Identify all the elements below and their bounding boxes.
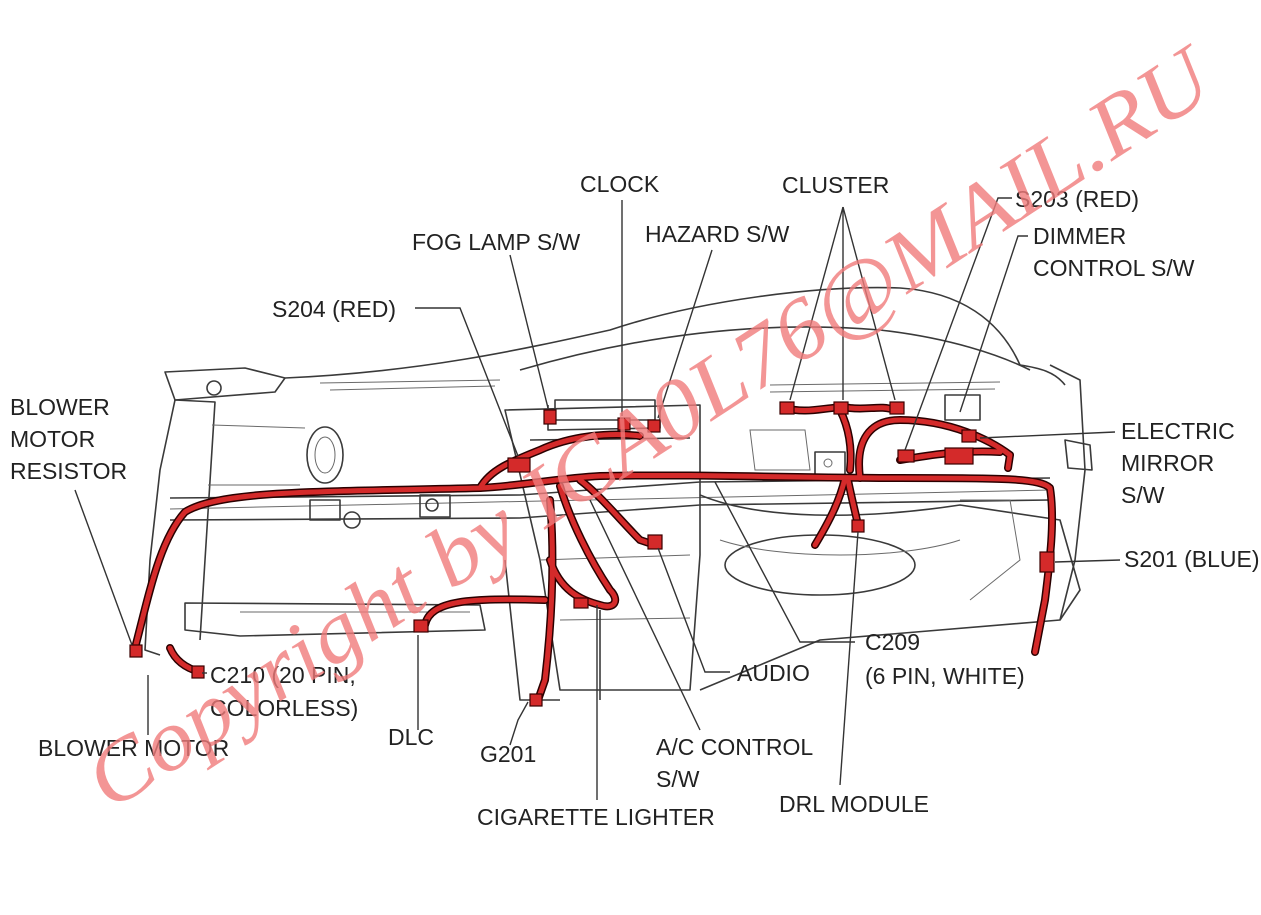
label-c210-line1: C210 (20 PIN, (210, 662, 356, 688)
connector-c210 (191, 665, 205, 679)
connector-audio (647, 534, 663, 550)
label-blower-motor: BLOWER MOTOR (38, 735, 229, 761)
label-ac-control-line2: S/W (656, 766, 700, 792)
label-drl-module: DRL MODULE (779, 791, 929, 817)
label-c210-line2: COLORLESS) (210, 695, 358, 721)
label-s204: S204 (RED) (272, 296, 396, 322)
label-blower-resistor-line3: RESISTOR (10, 458, 127, 484)
connectors (129, 401, 1055, 707)
connector-dimmer (944, 447, 974, 465)
connector-clock (617, 417, 631, 431)
label-electric-mirror-line2: MIRROR (1121, 450, 1214, 476)
label-fog-lamp: FOG LAMP S/W (412, 229, 581, 255)
label-s203: S203 (RED) (1015, 186, 1139, 212)
label-hazard: HAZARD S/W (645, 221, 790, 247)
connector-dlc (413, 619, 429, 633)
label-audio: AUDIO (737, 660, 810, 686)
connector-hazard (647, 419, 661, 433)
label-clock: CLOCK (580, 171, 660, 197)
connector-electric-mirror (961, 429, 977, 443)
label-electric-mirror-line1: ELECTRIC (1121, 418, 1235, 444)
label-dlc: DLC (388, 724, 434, 750)
leader-lines (74, 197, 1121, 800)
connector-cigarette-lighter (573, 597, 589, 609)
label-dimmer-line2: CONTROL S/W (1033, 255, 1195, 281)
label-dimmer-line1: DIMMER (1033, 223, 1126, 249)
connector-blower-resistor (129, 644, 143, 658)
labels: CLOCK CLUSTER S203 (RED) DIMMER CONTROL … (10, 171, 1260, 830)
label-c209-line1: C209 (865, 629, 920, 655)
label-blower-resistor-line1: BLOWER (10, 394, 110, 420)
connector-s203 (897, 449, 915, 463)
label-electric-mirror-line3: S/W (1121, 482, 1165, 508)
label-g201: G201 (480, 741, 536, 767)
connector-cluster-2 (833, 401, 849, 415)
harness-red (132, 404, 1055, 703)
connector-cluster-1 (779, 401, 795, 415)
label-s201: S201 (BLUE) (1124, 546, 1260, 572)
copyright-watermark: Copyright by ICA0L76@MAIL.RU (68, 26, 1232, 828)
connector-s201 (1039, 551, 1055, 573)
connector-g201 (529, 693, 543, 707)
connector-cluster-3 (889, 401, 905, 415)
label-cigarette-lighter: CIGARETTE LIGHTER (477, 804, 715, 830)
wiring-harness (129, 401, 1057, 707)
label-blower-resistor-line2: MOTOR (10, 426, 95, 452)
label-ac-control-line1: A/C CONTROL (656, 734, 813, 760)
connector-drl (851, 519, 865, 533)
label-cluster: CLUSTER (782, 172, 889, 198)
connector-s204 (507, 457, 531, 473)
connector-fog-lamp (543, 409, 557, 425)
label-c209-line2: (6 PIN, WHITE) (865, 663, 1025, 689)
